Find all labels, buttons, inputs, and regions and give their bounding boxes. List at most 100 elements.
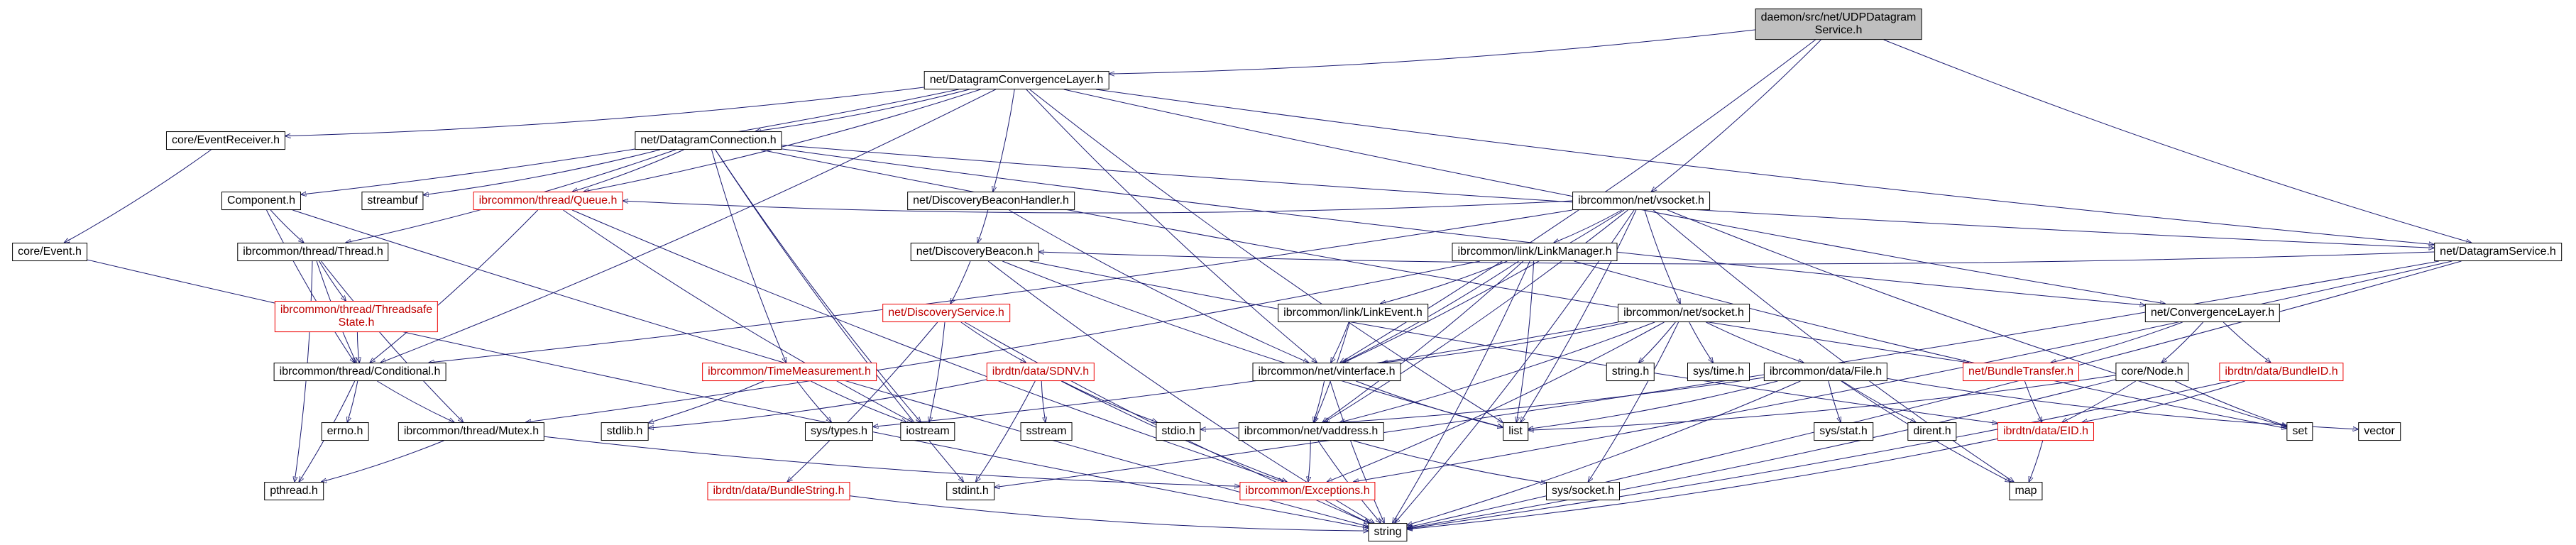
- include-edge-datagram_service--exceptions: [1354, 260, 2452, 482]
- graph-node-vector[interactable]: vector: [2358, 422, 2401, 441]
- include-edge-link_manager--set: [1574, 260, 2286, 429]
- graph-node-streambuf[interactable]: streambuf: [361, 192, 424, 210]
- graph-node-datagram_service[interactable]: net/DatagramService.h: [2434, 243, 2562, 261]
- include-edge-datagram_convergence_layer--conditional: [380, 89, 996, 363]
- graph-node-vsocket[interactable]: ibrcommon/net/vsocket.h: [1572, 192, 1710, 210]
- graph-node-stdio_h[interactable]: stdio.h: [1156, 422, 1201, 441]
- graph-node-discovery_service[interactable]: net/DiscoveryService.h: [882, 304, 1010, 322]
- include-edge-vsocket--link_manager: [1554, 209, 1623, 243]
- include-edge-datagram_connection--convergence_layer: [782, 148, 2146, 305]
- graph-node-component[interactable]: Component.h: [221, 192, 302, 210]
- graph-node-discovery_beacon[interactable]: net/DiscoveryBeacon.h: [910, 243, 1039, 261]
- include-edge-queue--conditional: [370, 209, 539, 363]
- include-edge-datagram_connection--iostream: [715, 149, 921, 422]
- graph-node-pthread_h[interactable]: pthread.h: [264, 482, 324, 500]
- graph-node-link_manager[interactable]: ibrcommon/link/LinkManager.h: [1452, 243, 1618, 261]
- graph-node-label-line: Service.h: [1814, 24, 1863, 36]
- include-edge-vinterface--list: [1356, 380, 1503, 427]
- include-edge-sdnv--stdlib_h: [649, 379, 987, 428]
- include-edge-discovery_beacon--discovery_service: [950, 260, 971, 304]
- include-edge-socket--sys_socket_h: [1588, 321, 1679, 482]
- include-edge-file--string: [1408, 380, 1801, 525]
- include-edge-sdnv--stdio_h: [1061, 380, 1157, 422]
- include-edge-socket--vinterface: [1383, 321, 1628, 363]
- graph-node-sys_time_h[interactable]: sys/time.h: [1687, 363, 1750, 381]
- include-edge-conditional--mutex: [377, 380, 454, 422]
- include-edge-vsocket--vaddress: [1325, 209, 1628, 422]
- include-edge-node--string: [1408, 379, 2116, 528]
- include-edge-vsocket--conditional: [429, 209, 1573, 363]
- graph-node-conditional[interactable]: ibrcommon/thread/Conditional.h: [273, 363, 446, 381]
- include-edge-datagram_connection--bundle_transfer: [760, 149, 1969, 363]
- graph-node-socket[interactable]: ibrcommon/net/socket.h: [1618, 304, 1750, 322]
- graph-node-errno_h[interactable]: errno.h: [321, 422, 369, 441]
- graph-node-sys_stat_h[interactable]: sys/stat.h: [1814, 422, 1873, 441]
- include-edge-datagram_convergence_layer--list: [1029, 89, 1503, 422]
- graph-node-eid[interactable]: ibrdtn/data/EID.h: [1997, 422, 2095, 441]
- include-edge-discovery_service--iostream: [929, 321, 946, 422]
- include-edge-node--eid: [2062, 380, 2137, 422]
- include-edge-link_manager--mutex: [526, 260, 1481, 422]
- include-edge-file--sys_stat_h: [1828, 380, 1841, 422]
- graph-node-bundle_transfer[interactable]: net/BundleTransfer.h: [1963, 363, 2079, 381]
- graph-node-mutex[interactable]: ibrcommon/thread/Mutex.h: [398, 422, 545, 441]
- graph-node-time_measurement[interactable]: ibrcommon/TimeMeasurement.h: [702, 363, 877, 381]
- graph-node-string[interactable]: string: [1368, 523, 1408, 541]
- graph-node-list[interactable]: list: [1503, 422, 1528, 441]
- include-edge-eid--string: [1408, 438, 1998, 529]
- graph-node-stdlib_h[interactable]: stdlib.h: [601, 422, 649, 441]
- include-edge-socket--exceptions: [1327, 321, 1665, 482]
- graph-node-exceptions[interactable]: ibrcommon/Exceptions.h: [1239, 482, 1376, 500]
- graph-node-convergence_layer[interactable]: net/ConvergenceLayer.h: [2144, 304, 2281, 322]
- include-edge-convergence_layer--bundle_id: [2223, 321, 2271, 363]
- include-edge-vinterface--vaddress: [1313, 380, 1325, 422]
- include-edge-discovery_service--bundle_string: [787, 321, 938, 482]
- graph-node-label-line: State.h: [338, 316, 375, 329]
- include-edge-datagram_convergence_layer--vinterface: [1026, 89, 1317, 363]
- graph-node-iostream[interactable]: iostream: [900, 422, 955, 441]
- include-edge-link_manager--vinterface: [1343, 260, 1519, 363]
- include-edge-udp_service--datagram_convergence_layer: [1109, 29, 1755, 74]
- include-edge-datagram_convergence_layer--event_receiver: [285, 87, 924, 136]
- include-edge-beacon_handler--discovery_beacon: [977, 209, 989, 243]
- include-edge-sdnv--sstream: [1041, 380, 1046, 422]
- include-edge-thread--threadsafe_state: [319, 260, 346, 301]
- graph-node-datagram_connection[interactable]: net/DatagramConnection.h: [635, 131, 782, 150]
- graph-node-link_event[interactable]: ibrcommon/link/LinkEvent.h: [1278, 304, 1428, 322]
- graph-node-thread[interactable]: ibrcommon/thread/Thread.h: [237, 243, 389, 261]
- graph-node-event[interactable]: core/Event.h: [12, 243, 87, 261]
- graph-node-sdnv[interactable]: ibrdtn/data/SDNV.h: [986, 363, 1095, 381]
- include-edge-datagram_convergence_layer--beacon_handler: [993, 89, 1015, 192]
- graph-node-vinterface[interactable]: ibrcommon/net/vinterface.h: [1252, 363, 1401, 381]
- include-edge-udp_service--datagram_service: [1883, 39, 2472, 243]
- include-edge-socket--file: [1706, 321, 1803, 363]
- graph-node-sys_types_h[interactable]: sys/types.h: [804, 422, 874, 441]
- graph-node-bundle_id[interactable]: ibrdtn/data/BundleID.h: [2219, 363, 2344, 381]
- graph-node-beacon_handler[interactable]: net/DiscoveryBeaconHandler.h: [907, 192, 1075, 210]
- graph-node-datagram_convergence_layer[interactable]: net/DatagramConvergenceLayer.h: [923, 71, 1109, 89]
- include-edge-queue--exceptions: [571, 209, 1283, 482]
- include-edge-link_manager--link_event: [1381, 260, 1508, 304]
- include-edge-link_manager--vaddress: [1322, 260, 1524, 422]
- graph-node-sstream[interactable]: sstream: [1020, 422, 1073, 441]
- graph-node-file[interactable]: ibrcommon/data/File.h: [1763, 363, 1888, 381]
- include-edge-vsocket--socket: [1644, 209, 1680, 304]
- graph-node-node[interactable]: core/Node.h: [2115, 363, 2189, 381]
- graph-node-string_h[interactable]: string.h: [1606, 363, 1655, 381]
- graph-node-event_receiver[interactable]: core/EventReceiver.h: [165, 131, 286, 150]
- include-edge-vaddress--sys_socket_h: [1353, 440, 1546, 483]
- graph-node-bundle_string[interactable]: ibrdtn/data/BundleString.h: [707, 482, 850, 500]
- graph-node-stdint_h[interactable]: stdint.h: [946, 482, 994, 500]
- graph-node-queue[interactable]: ibrcommon/thread/Queue.h: [473, 192, 623, 210]
- include-edge-bundle_transfer--eid: [2024, 380, 2041, 422]
- include-edge-bundle_string--string: [850, 495, 1369, 531]
- graph-node-map[interactable]: map: [2009, 482, 2043, 500]
- graph-node-dirent_h[interactable]: dirent.h: [1907, 422, 1957, 441]
- graph-node-set[interactable]: set: [2286, 422, 2313, 441]
- graph-node-sys_socket_h[interactable]: sys/socket.h: [1545, 482, 1621, 500]
- graph-node-vaddress[interactable]: ibrcommon/net/vaddress.h: [1238, 422, 1384, 441]
- include-edge-vsocket--list: [1520, 209, 1637, 422]
